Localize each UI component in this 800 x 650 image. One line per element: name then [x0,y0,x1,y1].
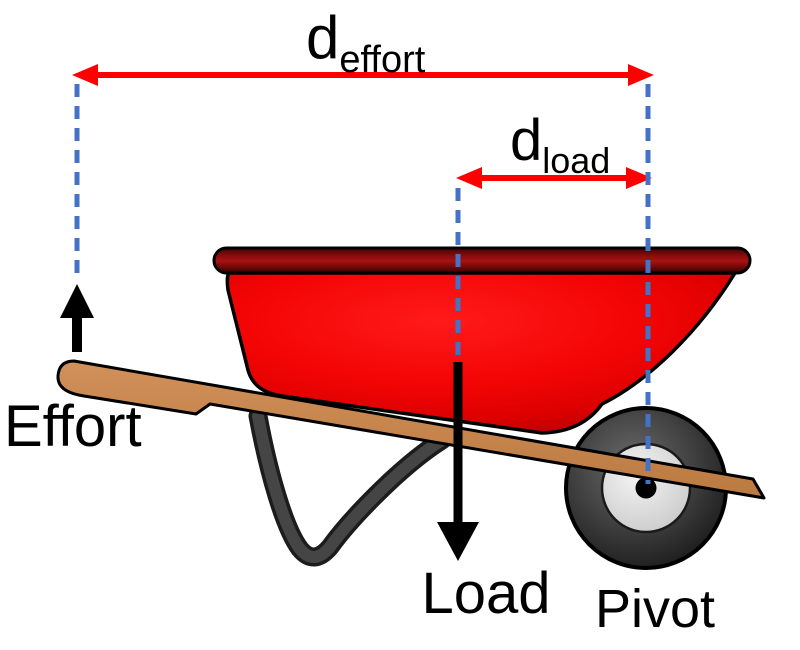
d-effort-arrowhead-right [628,64,654,86]
d-load-label-main: d [510,108,542,173]
d-load-arrowhead-left [456,167,482,189]
frame-leg [248,406,452,567]
handle [56,359,766,500]
effort-label: Effort [4,394,142,459]
effort-force-arrow [60,284,94,352]
load-force-arrow [437,362,479,561]
d-effort-arrowhead-left [72,64,98,86]
load-arrowhead-down [437,522,479,561]
d-load-arrow [456,167,652,189]
d-load-label-sub: load [542,140,610,181]
d-effort-arrow [72,64,654,86]
wheel-axle [635,477,657,499]
d-effort-label: deffort [306,4,426,81]
pivot-label: Pivot [595,579,715,639]
tub-rim [212,246,752,275]
d-effort-label-sub: effort [339,39,425,81]
effort-arrowhead-up [60,284,94,318]
frame-leg-inner [252,410,448,563]
d-load-arrowhead-right [626,167,652,189]
d-load-label: dload [510,108,610,181]
load-label: Load [421,561,550,626]
tub-body [225,271,737,435]
d-effort-label-main: d [306,4,339,71]
